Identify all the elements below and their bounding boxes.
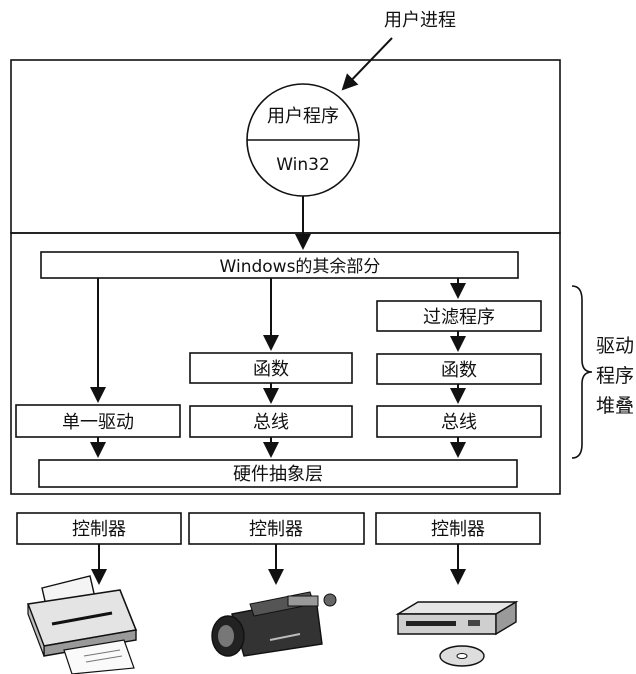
- user-program-label: 用户程序: [267, 106, 339, 127]
- windows-rest-label: Windows的其余部分: [220, 257, 381, 277]
- function-label-1: 函数: [253, 359, 289, 380]
- camcorder-icon: [211, 591, 337, 657]
- filter-driver-box: [376, 300, 542, 332]
- driver-stack-line-2: 程序: [596, 365, 634, 387]
- driver-stack-line-1: 驱动: [596, 335, 634, 357]
- bus-label-1: 总线: [253, 412, 289, 433]
- win32-label: Win32: [276, 155, 330, 175]
- controller-label-2: 控制器: [249, 519, 303, 540]
- controller-label-1: 控制器: [72, 519, 126, 540]
- function-label-2: 函数: [441, 360, 477, 381]
- function-box-2: [376, 353, 542, 385]
- user-process-pointer: [341, 37, 393, 91]
- function-box-1: [189, 352, 353, 384]
- cd-drive-icon: [395, 600, 519, 667]
- controller-box-1: [16, 512, 182, 545]
- user-process-label: 用户进程: [384, 10, 456, 31]
- single-driver-box: [15, 404, 181, 438]
- kernel-mode-frame: [10, 232, 561, 495]
- hal-label: 硬件抽象层: [233, 464, 323, 485]
- windows-rest-box: [40, 251, 519, 279]
- controller-label-3: 控制器: [431, 519, 485, 540]
- printer-icon: [26, 575, 138, 674]
- hal-box: [38, 459, 518, 488]
- driver-stack-line-3: 堆叠: [596, 395, 634, 417]
- driver-stack-brace: [571, 285, 593, 459]
- bus-label-2: 总线: [441, 412, 477, 433]
- single-driver-label: 单一驱动: [62, 412, 134, 433]
- filter-driver-label: 过滤程序: [423, 307, 495, 328]
